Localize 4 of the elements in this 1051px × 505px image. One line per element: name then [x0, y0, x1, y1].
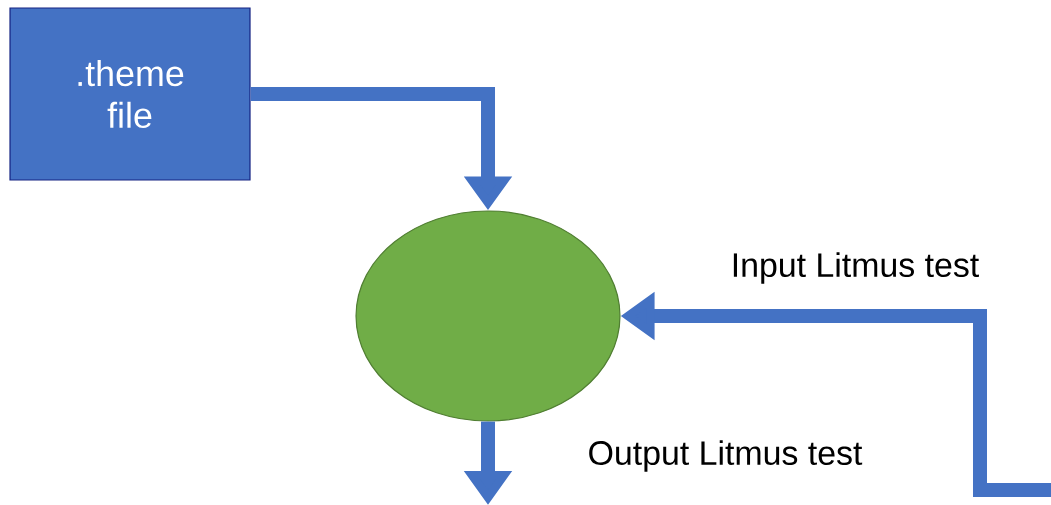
edge-label: Output Litmus test: [586, 439, 864, 473]
file-box: .theme file: [9, 7, 251, 181]
edge-label: Input Litmus test: [729, 251, 981, 285]
process-circle: [355, 210, 621, 422]
